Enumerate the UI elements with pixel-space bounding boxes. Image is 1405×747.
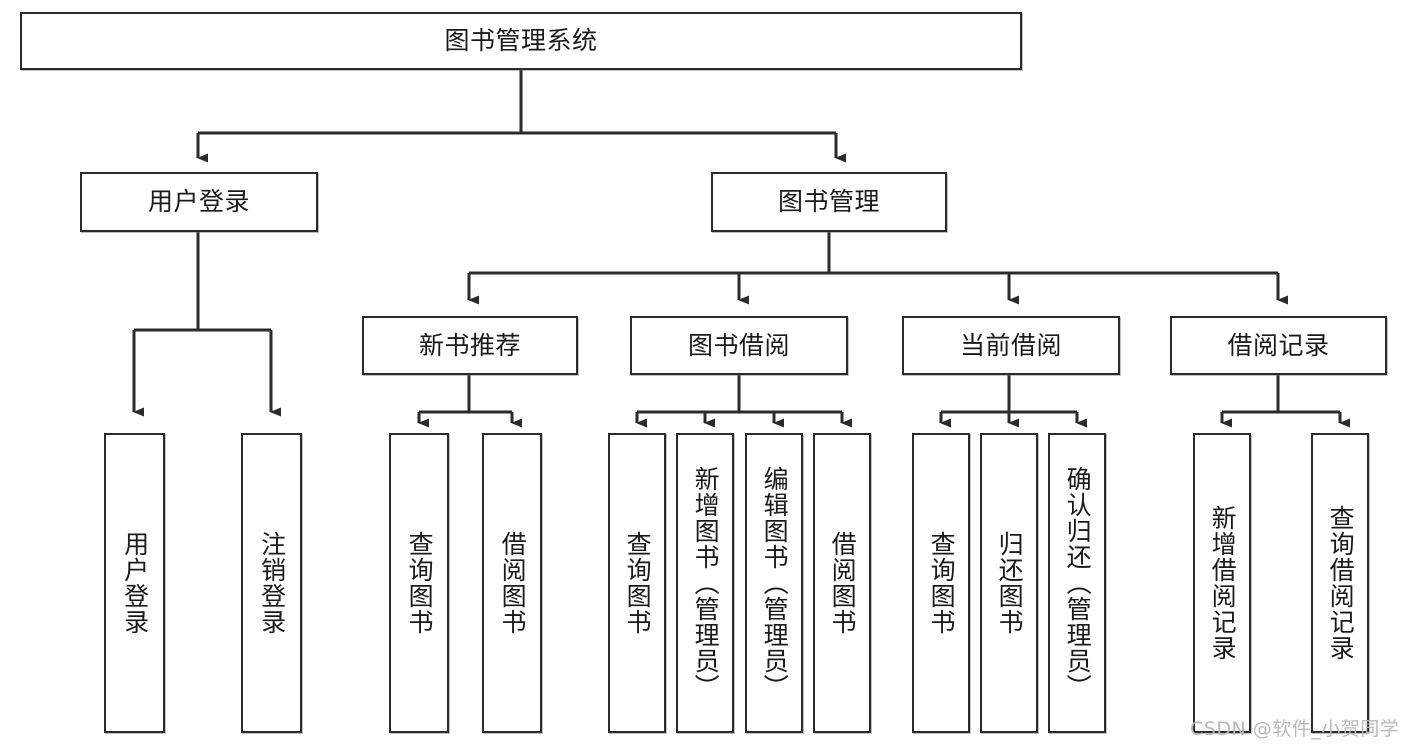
node-leaf-book-borrow-edit[interactable]: 编辑图书（管理员） — [745, 433, 803, 733]
node-label: 借阅记录 — [1227, 330, 1330, 360]
node-label: 图书管理系统 — [444, 26, 598, 56]
node-label: 注销登录 — [257, 531, 287, 635]
node-label: 借阅图书 — [828, 531, 858, 635]
node-root-book-management-system[interactable]: 图书管理系统 — [20, 12, 1022, 70]
node-book-borrow[interactable]: 图书借阅 — [630, 316, 848, 375]
node-label: 查询借阅记录 — [1326, 505, 1356, 661]
node-label: 用户登录 — [120, 531, 150, 635]
node-label: 编辑图书（管理员） — [760, 466, 790, 700]
node-leaf-book-borrow-add[interactable]: 新增图书（管理员） — [676, 433, 734, 733]
node-leaf-borrow-record-query[interactable]: 查询借阅记录 — [1311, 433, 1369, 733]
node-leaf-user-login-logout[interactable]: 注销登录 — [241, 433, 302, 733]
node-leaf-new-book-query[interactable]: 查询图书 — [389, 433, 449, 733]
node-leaf-current-borrow-query[interactable]: 查询图书 — [912, 433, 970, 733]
node-borrow-record[interactable]: 借阅记录 — [1170, 316, 1387, 375]
node-label: 借阅图书 — [498, 531, 528, 635]
node-leaf-current-borrow-return[interactable]: 归还图书 — [980, 433, 1038, 733]
node-new-book-recommend[interactable]: 新书推荐 — [362, 316, 578, 375]
node-leaf-borrow-record-add[interactable]: 新增借阅记录 — [1193, 433, 1251, 733]
node-label: 当前借阅 — [959, 330, 1062, 360]
csdn-watermark: CSDN @软件_小贺同学 — [1190, 718, 1400, 740]
node-user-login[interactable]: 用户登录 — [80, 172, 318, 232]
node-label: 归还图书 — [995, 531, 1025, 635]
node-leaf-book-borrow-borrow[interactable]: 借阅图书 — [813, 433, 871, 733]
node-label: 查询图书 — [927, 531, 957, 635]
node-leaf-current-borrow-confirm-return[interactable]: 确认归还（管理员） — [1048, 433, 1106, 733]
node-label: 新增图书（管理员） — [691, 466, 721, 700]
node-label: 新增借阅记录 — [1208, 505, 1238, 661]
node-leaf-new-book-borrow[interactable]: 借阅图书 — [482, 433, 542, 733]
node-label: 确认归还（管理员） — [1063, 466, 1093, 700]
node-label: 用户登录 — [147, 187, 250, 217]
node-leaf-user-login-login[interactable]: 用户登录 — [104, 433, 165, 733]
node-current-borrow[interactable]: 当前借阅 — [902, 316, 1120, 375]
node-leaf-book-borrow-query[interactable]: 查询图书 — [608, 433, 666, 733]
node-label: 图书管理 — [777, 187, 880, 217]
node-book-management[interactable]: 图书管理 — [711, 172, 947, 232]
node-label: 查询图书 — [623, 531, 653, 635]
node-label: 新书推荐 — [418, 330, 521, 360]
node-label: 图书借阅 — [687, 330, 790, 360]
node-label: 查询图书 — [405, 531, 435, 635]
